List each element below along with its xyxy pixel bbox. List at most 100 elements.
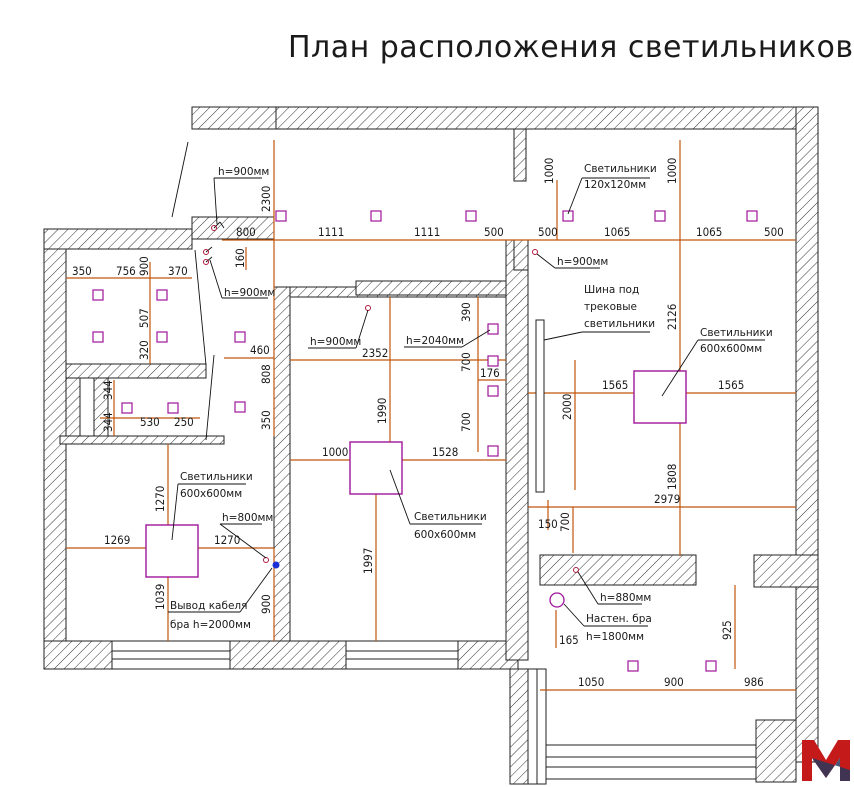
lamp-icon <box>654 210 666 222</box>
dimension-value: 900 <box>664 675 684 689</box>
lamp-icon <box>627 660 639 672</box>
ceiling-lamps-120 <box>92 210 758 672</box>
lamp-icon <box>156 331 168 343</box>
cable-outlet-icon <box>272 561 280 569</box>
dimension-value: 1808 <box>665 464 679 490</box>
dimension-value: 1039 <box>153 584 167 610</box>
lamp-icon <box>234 331 246 343</box>
lamp-icon <box>746 210 758 222</box>
dimension-value: 2126 <box>665 304 679 330</box>
wall-lamp-label: h=1800мм <box>586 631 644 643</box>
height-label: h=900мм <box>224 287 275 299</box>
dimension-value: 900 <box>259 594 273 614</box>
dimension-value: 370 <box>168 264 188 278</box>
dimension-value: 1270 <box>214 533 240 547</box>
track-label: Шина под <box>584 284 639 296</box>
annotations: h=900мм h=900мм h=900мм h=900мм h=2040мм… <box>170 163 773 643</box>
switch-icon <box>573 567 579 573</box>
dimension-value: 1528 <box>432 445 458 459</box>
dimension-value: 1000 <box>542 158 556 184</box>
dimension-value: 756 <box>116 264 136 278</box>
panel-light-icon <box>633 370 687 424</box>
lamp-icon <box>487 323 499 335</box>
dimension-value: 320 <box>137 340 151 360</box>
dimension-value: 1997 <box>361 548 375 574</box>
panel-light-icon <box>349 441 403 495</box>
dimension-value: 700 <box>459 412 473 432</box>
dimension-value: 344 <box>101 380 115 400</box>
dimension-value: 900 <box>137 256 151 276</box>
fixture-label: 600х600мм <box>414 529 476 541</box>
height-label: h=880мм <box>600 592 651 604</box>
dimension-value: 344 <box>101 412 115 432</box>
dimension-value: 350 <box>72 264 92 278</box>
switch-icon <box>532 249 538 255</box>
track-rail <box>535 319 545 493</box>
brand-logo <box>802 740 850 781</box>
dimension-value: 507 <box>137 308 151 328</box>
dimension-value: 176 <box>480 366 500 380</box>
dimension-value: 1565 <box>718 378 744 392</box>
lamp-icon <box>487 385 499 397</box>
dimension-value: 1065 <box>696 225 722 239</box>
lamp-icon <box>234 401 246 413</box>
lamp-icon <box>167 402 179 414</box>
lamp-icon <box>487 445 499 457</box>
dimension-value: 160 <box>233 248 247 268</box>
lamp-icon <box>487 355 499 367</box>
lamp-icon <box>92 331 104 343</box>
fixture-label: Светильники <box>584 163 657 175</box>
lamp-icon <box>156 289 168 301</box>
dimension-lines <box>66 140 796 691</box>
cable-label: Вывод кабеля <box>170 600 247 612</box>
lamp-icon <box>370 210 382 222</box>
switch-icon <box>203 259 209 265</box>
lamp-icon <box>465 210 477 222</box>
lamp-icon <box>275 210 287 222</box>
dimension-value: 1065 <box>604 225 630 239</box>
switch-icon <box>211 225 217 231</box>
lamp-icon <box>705 660 717 672</box>
dimension-value: 986 <box>744 675 764 689</box>
height-label: h=2040мм <box>406 335 464 347</box>
dimension-value: 700 <box>558 512 572 532</box>
walls <box>43 106 819 785</box>
plan-title: План расположения светильников <box>288 30 854 65</box>
height-label: h=800мм <box>222 512 273 524</box>
dimension-value: 925 <box>720 620 734 640</box>
dimension-value: 460 <box>250 343 270 357</box>
ceiling-panels-600 <box>145 319 687 578</box>
dimension-value: 150 <box>538 517 558 531</box>
track-label: трековые <box>584 301 637 313</box>
dimension-value: 1111 <box>318 225 344 239</box>
panel-light-icon <box>145 524 199 578</box>
dimension-value: 500 <box>484 225 504 239</box>
wall-lamp-icon <box>549 592 565 608</box>
switch-icon <box>365 305 371 311</box>
switch-icon <box>203 249 209 255</box>
height-label: h=900мм <box>557 256 608 268</box>
dimension-value: 1269 <box>104 533 130 547</box>
dimension-values: 800 1111 1111 500 500 1065 1065 500 2300… <box>72 158 784 689</box>
dimension-value: 800 <box>236 225 256 239</box>
dimension-value: 2300 <box>259 186 273 212</box>
dimension-value: 500 <box>764 225 784 239</box>
dimension-value: 530 <box>140 415 160 429</box>
fixture-label: Светильники <box>700 327 773 339</box>
cable-label: бра h=2000мм <box>170 619 251 631</box>
fixture-label: Светильники <box>414 511 487 523</box>
dimension-value: 500 <box>538 225 558 239</box>
fixture-label: 600х600мм <box>180 488 242 500</box>
lamp-icon <box>92 289 104 301</box>
lamp-icon <box>121 402 133 414</box>
dimension-value: 1000 <box>322 445 348 459</box>
fixture-label: 600х600мм <box>700 343 762 355</box>
label-leaders <box>168 177 765 627</box>
track-label: светильники <box>584 318 655 330</box>
dimension-value: 350 <box>259 410 273 430</box>
lamp-icon <box>562 210 574 222</box>
dimension-value: 2352 <box>362 346 388 360</box>
dimension-value: 250 <box>174 415 194 429</box>
dimension-value: 700 <box>459 352 473 372</box>
